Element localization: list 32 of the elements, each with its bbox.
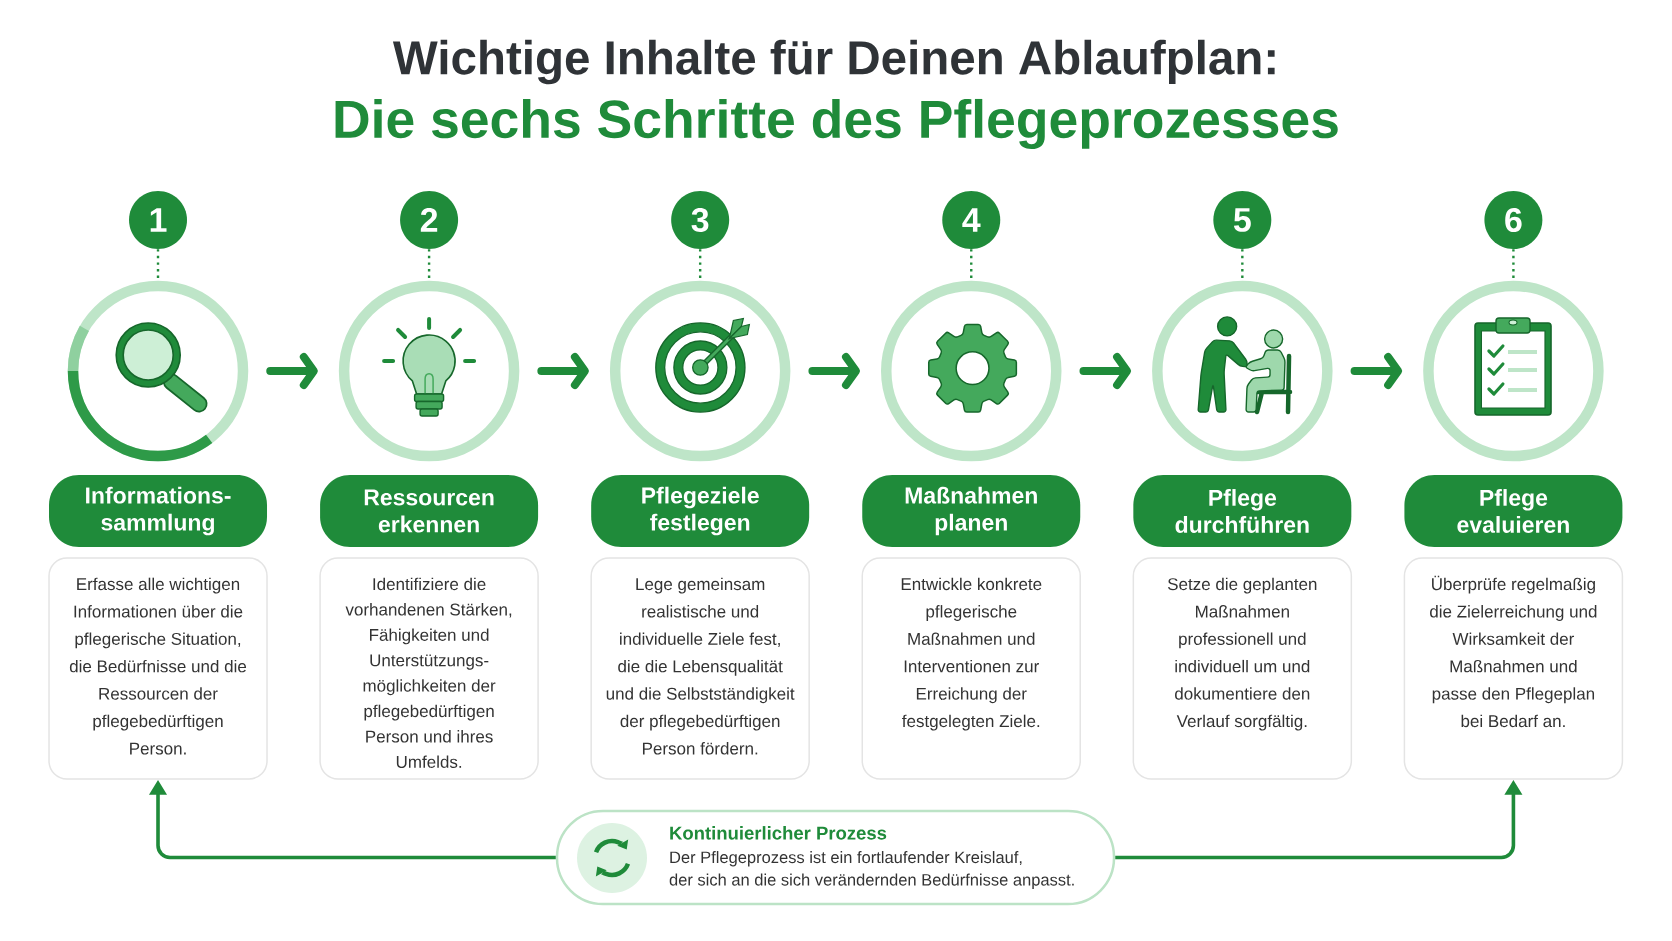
step-title-pill: Pflege durchführen [1133,475,1352,547]
step-title-pill: Informations- sammlung [49,475,267,547]
description-card: Lege gemeinsam realistische und individuelle Ziele fest, die die Lebensqualität und die Selbstständigkeit der pflegebedürftigen Person fördern. [590,557,810,780]
step-number: 6 [1484,191,1543,249]
icon-ring [338,280,520,462]
icon-ring [1423,280,1604,462]
step-title-pill: Ressourcen erkennen [320,475,539,547]
dotted-line [970,249,973,281]
dotted-line [1512,249,1515,281]
step-number: 3 [671,191,730,249]
info-banner: Kontinuierlicher Prozess Der Pflegeprozess ist ein fortlaufender Kreislauf, der sich an die sich verändernden Bedürfnisse anpasst. [555,809,1116,906]
icon-ring [1152,280,1333,462]
step-title-pill: Pflege evaluieren [1404,475,1623,547]
step-title-pill: Pflegeziele festlegen [591,475,810,547]
step-number: 5 [1213,191,1272,249]
step-number: 1 [129,191,187,249]
dotted-line [698,249,702,281]
dotted-line [427,249,431,281]
icon-ring [881,280,1062,462]
icon-ring [609,280,791,462]
dotted-line [1241,249,1244,281]
step-number: 4 [942,191,1001,249]
description-card: Setze die geplanten Maßnahmen professionell und individuell um und dokumentiere den Verlauf sorgfältig. [1132,557,1353,780]
subtitle: Die sechs Schritte des Pflegeprozesses [335,98,1338,150]
title: Wichtige Inhalte für Deinen Ablaufplan: [392,39,1275,85]
description-card: Identifiziere die vorhandenen Stärken, Fähigkeiten und Unterstützungs- möglichkeiten der pflegebedürftigen Person und ihres Umfelds. [319,557,539,780]
description-card: Erfasse alle wichtigen Informationen über die pflegerische Situation, die Bedürfnisse und die Ressourcen der pflegebedürftigen Person. [48,557,268,780]
step-number: 2 [400,191,459,249]
dotted-line [156,249,160,281]
step-title-pill: Maßnahmen planen [862,475,1081,547]
description-card: Entwickle konkrete pflegerische Maßnahmen und Interventionen zur Erreichung der festgelegten Ziele. [861,557,1081,780]
description-card: Überprüfe regelmaßig die Zielerreichung und Wirksamkeit der Maßnahmen und passe den Pflegeplan bei Bedarf an. [1403,557,1624,780]
